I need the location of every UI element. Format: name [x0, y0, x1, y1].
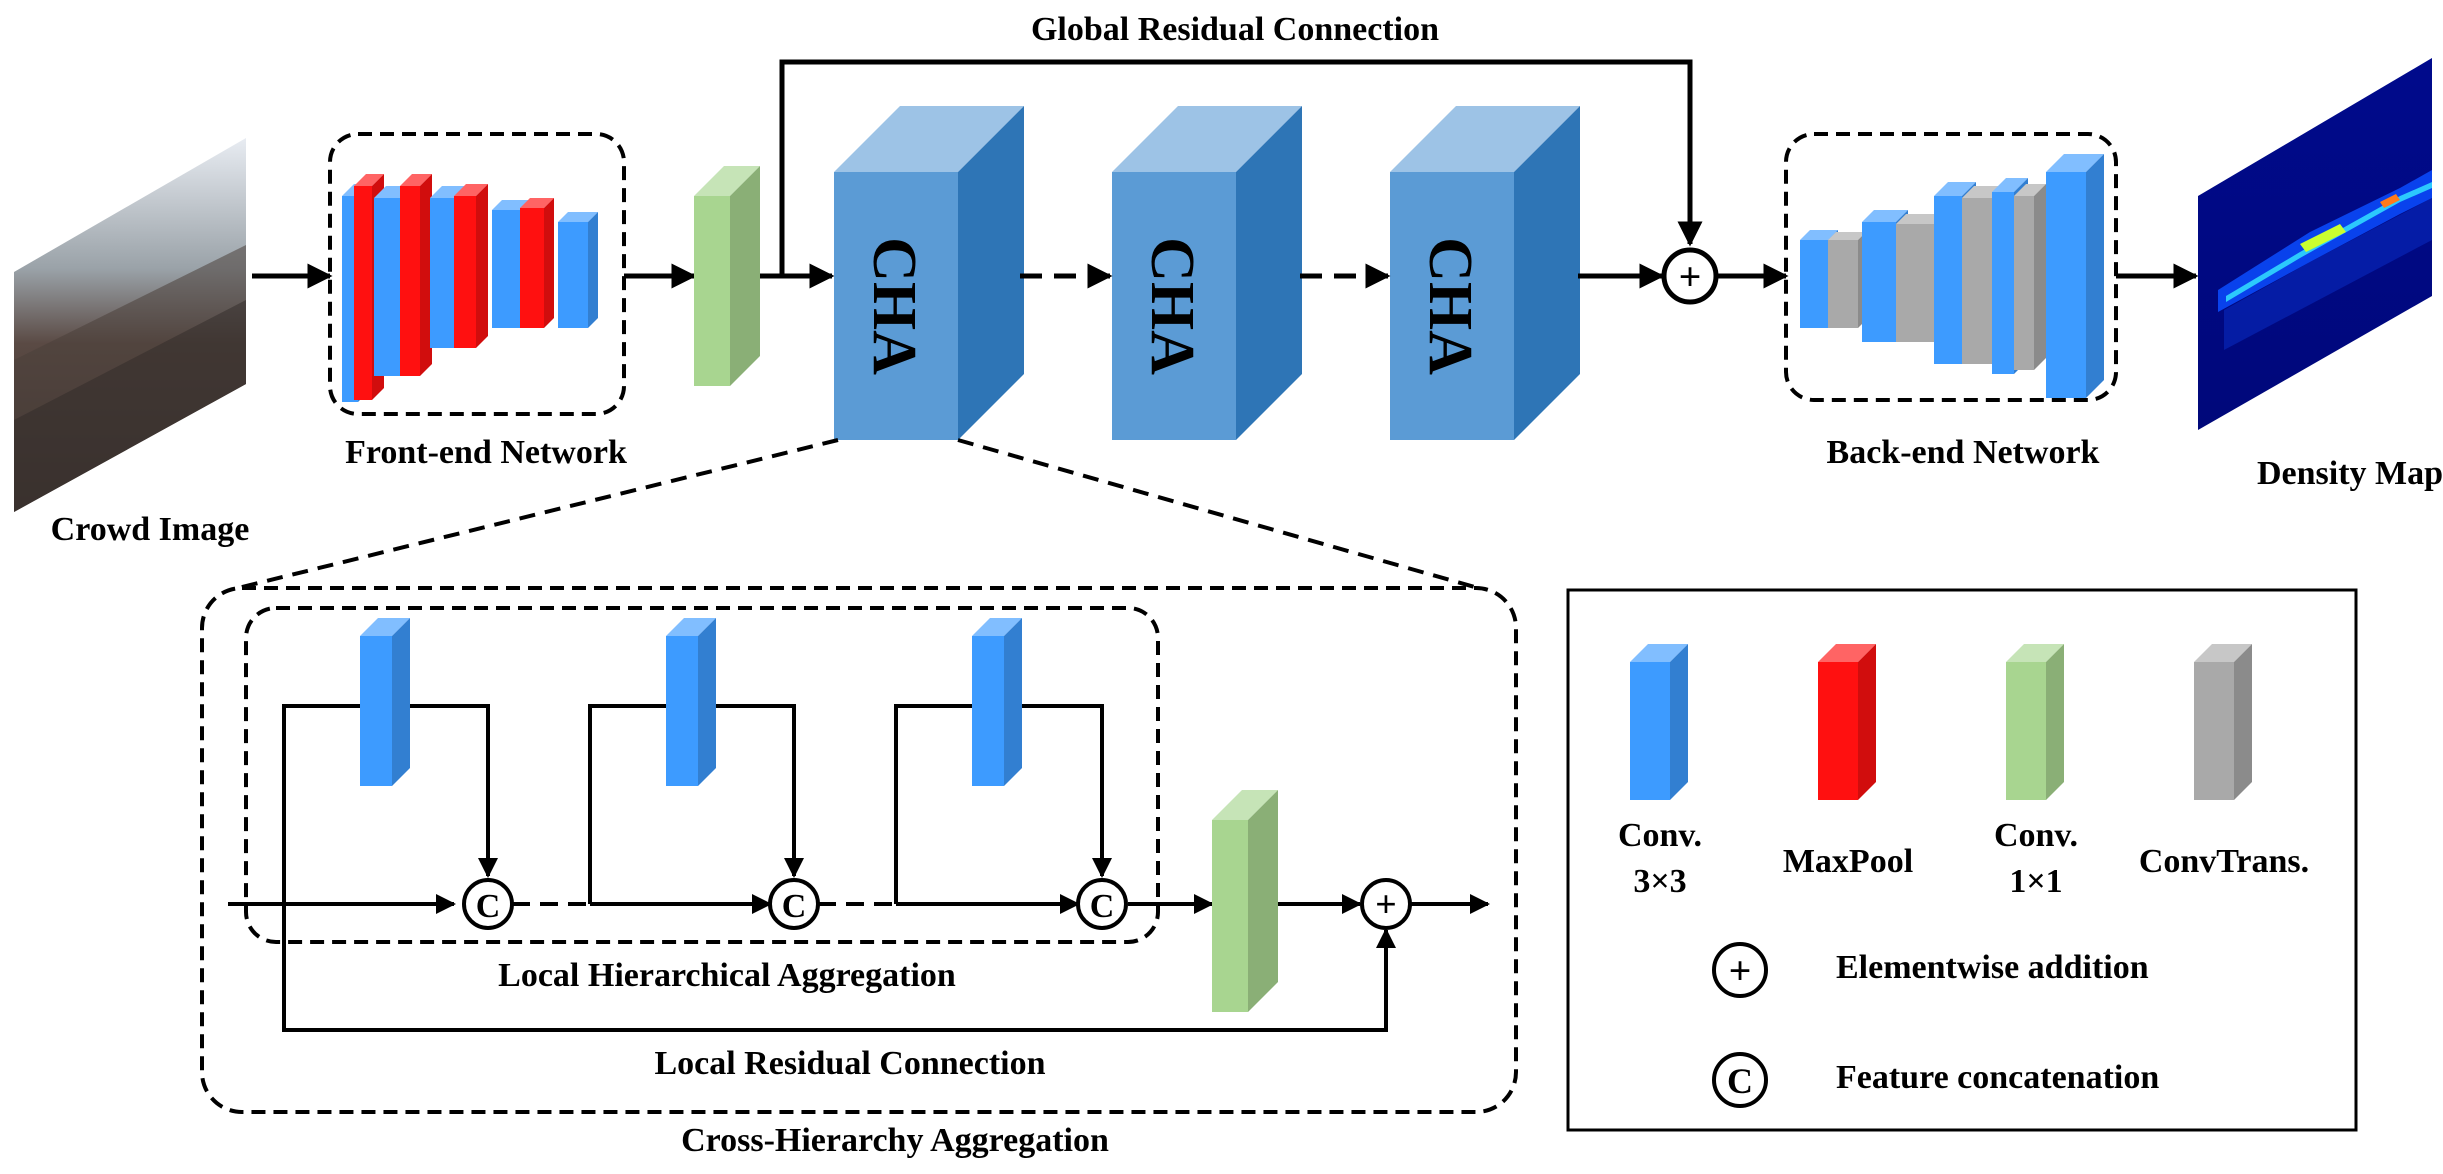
- global-residual-line: [779, 59, 1703, 276]
- lha-module-3: C: [894, 618, 1128, 930]
- legend-items: Conv. 3×3 MaxPool Conv. 1×1 ConvTrans.: [1618, 644, 2309, 900]
- cha-block-label: CHA: [1416, 237, 1484, 375]
- svg-text:+: +: [1679, 254, 1702, 299]
- legend-label-line1: MaxPool: [1783, 843, 1913, 880]
- concat-node: C: [768, 878, 820, 930]
- legend-label-line2: 3×3: [1633, 863, 1686, 900]
- legend-label-line1: ConvTrans.: [2139, 843, 2309, 880]
- legend-swatch: [1818, 644, 1876, 800]
- back-end-label: Back-end Network: [1827, 434, 2100, 471]
- lha-conv3x3-slab: [360, 618, 410, 786]
- lha-module-1: C: [282, 618, 590, 930]
- crowd-image: [14, 138, 246, 512]
- front-end-layers: [342, 174, 598, 402]
- legend-swatch: [2006, 644, 2064, 800]
- lha-branch-in: [588, 704, 666, 904]
- lha-branch-out: [1022, 704, 1112, 878]
- legend-label-line1: Conv.: [1994, 817, 2078, 854]
- svg-text:C: C: [1727, 1061, 1753, 1101]
- lha-branch-out: [716, 704, 804, 878]
- cha-block-3: CHA: [1390, 106, 1580, 440]
- frontend-maxpool-2: [400, 174, 432, 376]
- concat-node: C: [1076, 878, 1128, 930]
- legend-item-3: Conv. 1×1: [1994, 644, 2078, 900]
- svg-text:C: C: [476, 888, 501, 925]
- local-residual-label: Local Residual Connection: [654, 1045, 1045, 1082]
- backend-convtrans-4: [2014, 184, 2046, 370]
- conv1x1-block-bottom: [1212, 790, 1278, 1012]
- svg-text:+: +: [1729, 948, 1752, 993]
- conv1x1-slab-bottom: [1212, 790, 1278, 1012]
- lha-conv3x3-slab: [972, 618, 1022, 786]
- backend-convtrans-1: [1828, 232, 1866, 328]
- density-map-label: Density Map: [2257, 455, 2443, 492]
- cha-block-label: CHA: [1138, 237, 1206, 375]
- zoom-line-right: [957, 438, 1479, 590]
- svg-text:C: C: [1090, 888, 1115, 925]
- legend-swatch: [1630, 644, 1688, 800]
- svg-text:C: C: [782, 888, 807, 925]
- cha-block-label: CHA: [860, 237, 928, 375]
- front-end-network-box: [328, 132, 626, 416]
- lha-branch-out: [410, 704, 498, 878]
- lha-branch-in: [282, 704, 360, 904]
- crowd-image-label: Crowd Image: [51, 511, 250, 548]
- global-residual-label: Global Residual Connection: [1031, 11, 1439, 48]
- legend-label-line2: 1×1: [2009, 863, 2062, 900]
- local-residual-line: [282, 904, 1396, 1032]
- plus-node-top: +: [1661, 247, 1719, 305]
- density-map: [2198, 58, 2432, 430]
- legend-box: [1566, 588, 2358, 1132]
- legend-item-2: MaxPool: [1783, 644, 1913, 880]
- legend-label-line1: Conv.: [1618, 817, 1702, 854]
- lha-conv3x3-slab: [666, 618, 716, 786]
- legend-elementwise-label: Elementwise addition: [1836, 949, 2149, 986]
- conv1x1-block-top: [694, 166, 760, 386]
- lha-branch-in: [894, 704, 972, 904]
- front-end-label: Front-end Network: [345, 434, 627, 471]
- cross-hierarchy-label: Cross-Hierarchy Aggregation: [681, 1122, 1109, 1159]
- conv1x1-slab-top: [694, 166, 760, 386]
- plus-node-bottom: +: [1360, 878, 1412, 930]
- frontend-maxpool-4: [520, 198, 554, 328]
- lha-module-2: C: [588, 618, 896, 930]
- cha-blocks: CHA CHA CHA: [834, 106, 1580, 440]
- frontend-conv-5: [558, 212, 598, 328]
- concat-node: C: [462, 878, 514, 930]
- local-hierarchical-label: Local Hierarchical Aggregation: [498, 957, 956, 994]
- legend-swatch: [2194, 644, 2252, 800]
- legend-concat-label: Feature concatenation: [1836, 1059, 2159, 1096]
- cha-block-2: CHA: [1112, 106, 1302, 440]
- legend-concat-icon: C: [1712, 1052, 1768, 1108]
- frontend-maxpool-3: [454, 184, 488, 348]
- back-end-network-box: [1784, 132, 2118, 402]
- back-end-layers: [1800, 154, 2104, 398]
- legend-plus-icon: +: [1712, 942, 1768, 998]
- svg-text:+: +: [1375, 884, 1397, 926]
- backend-conv-5: [2046, 154, 2104, 398]
- legend-item-1: Conv. 3×3: [1618, 644, 1702, 900]
- cha-block-1: CHA: [834, 106, 1024, 440]
- legend-item-4: ConvTrans.: [2139, 644, 2309, 880]
- local-hierarchical-box: [244, 606, 1160, 944]
- cross-hierarchy-box: [200, 586, 1518, 1114]
